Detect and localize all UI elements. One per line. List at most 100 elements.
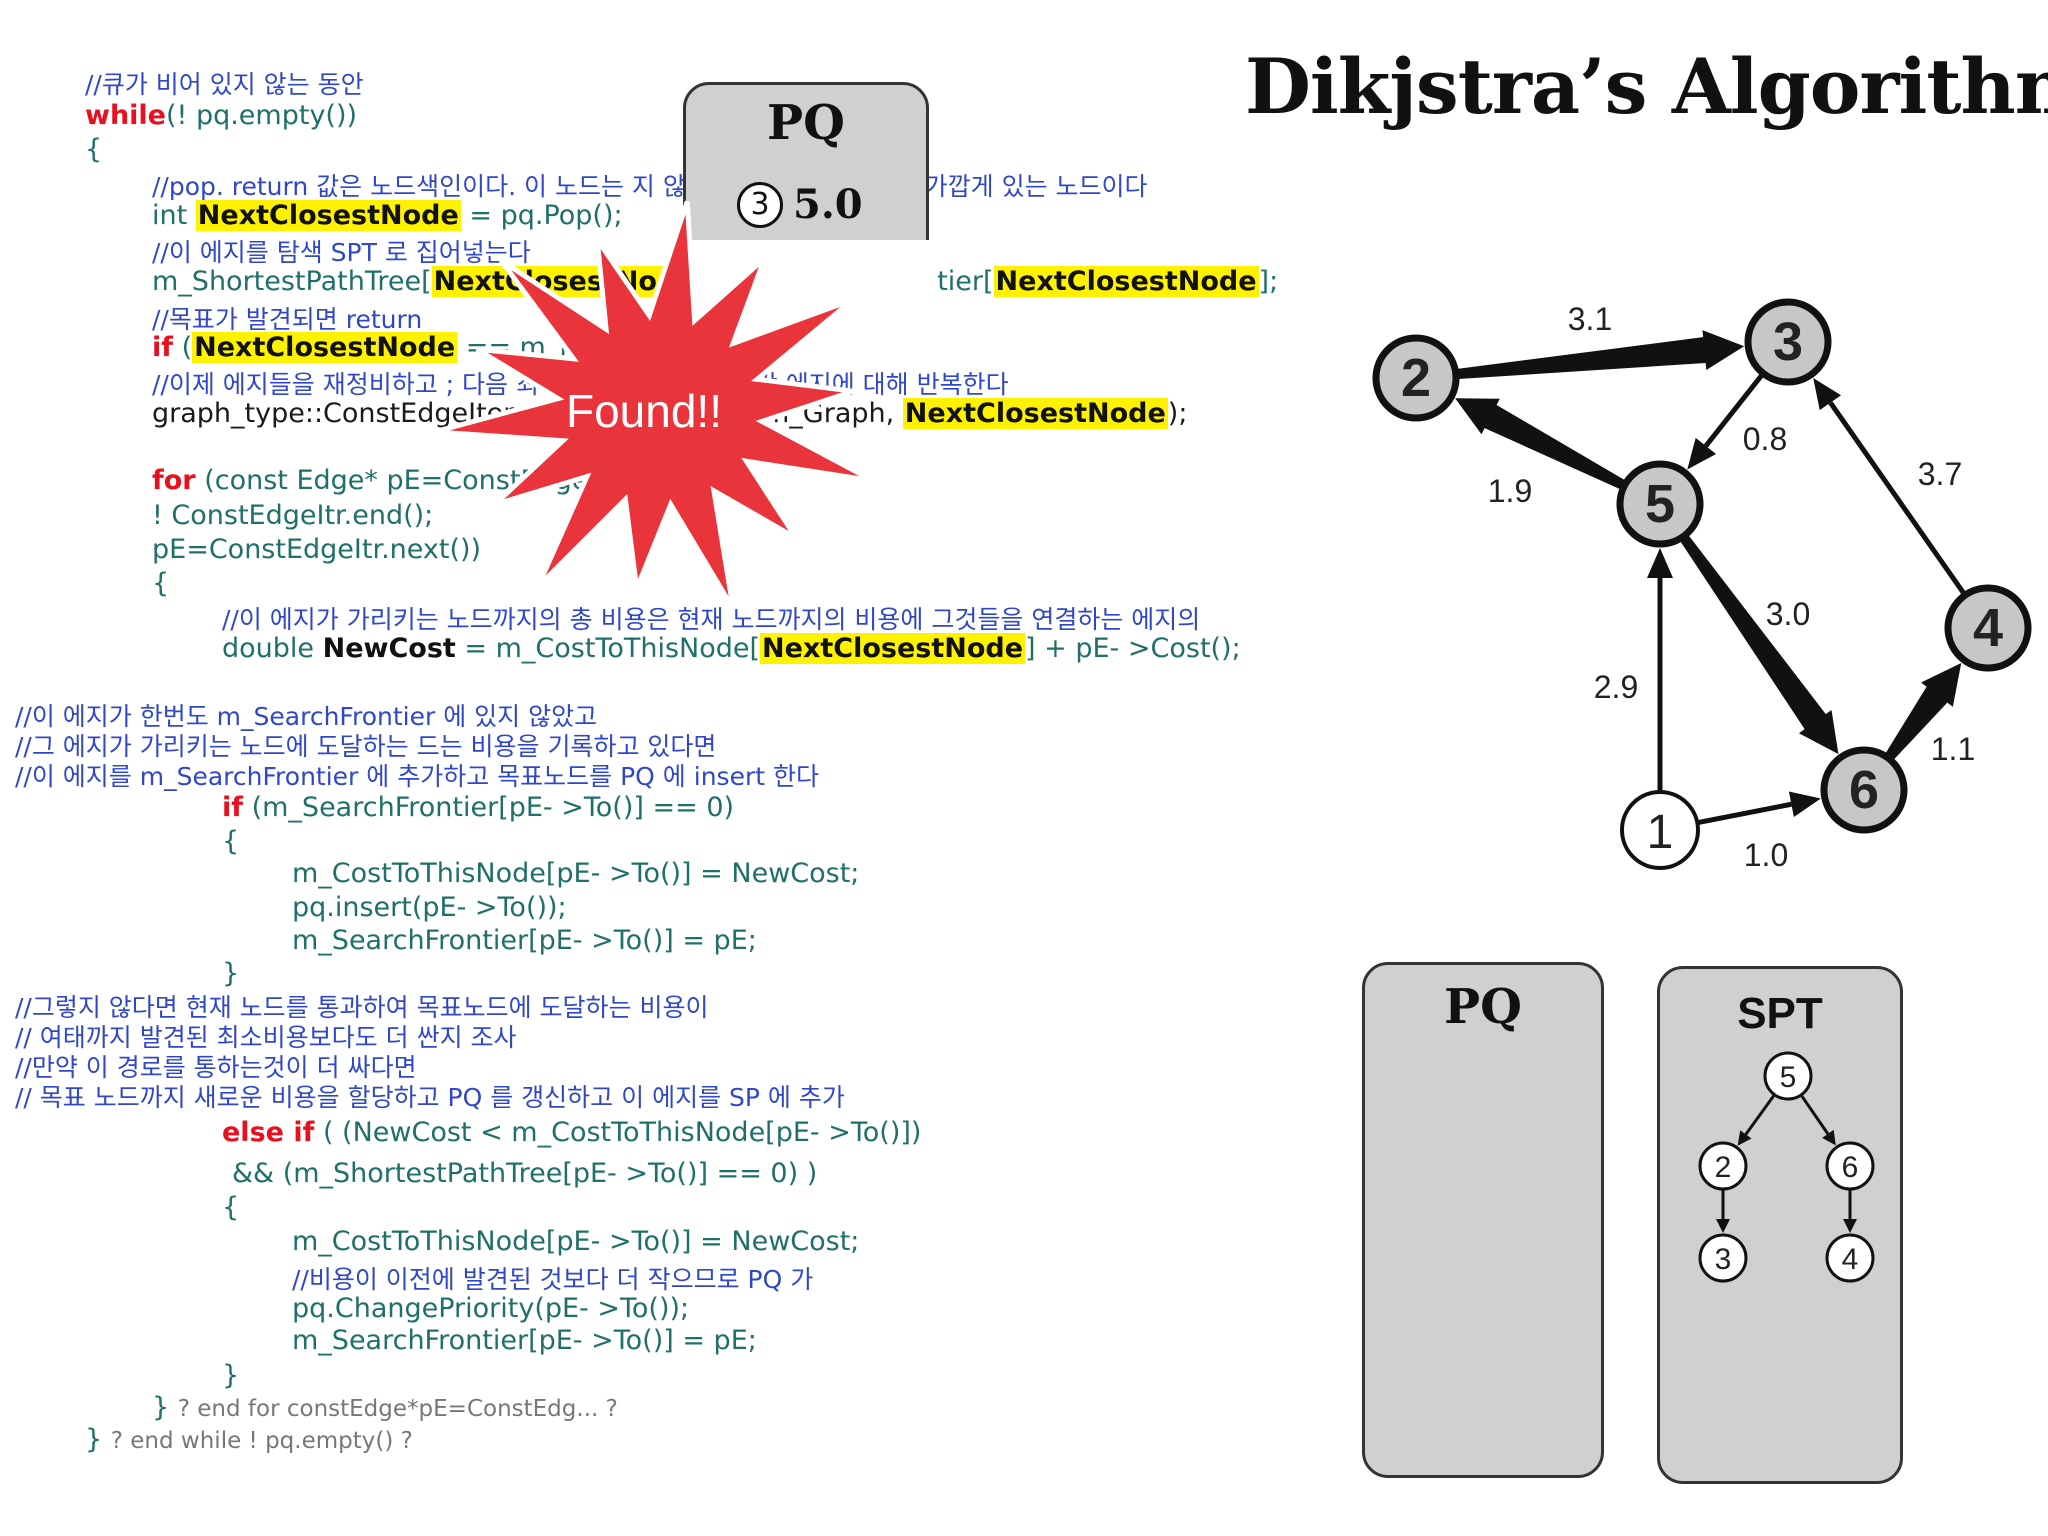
edge-weight-label: 2.9 (1594, 669, 1638, 705)
spt-arrowhead (1737, 1130, 1752, 1146)
code-line: //그렇지 않다면 현재 노드를 통과하여 목표노드에 도달하는 비용이 (15, 988, 708, 1024)
code-token: else if (222, 1117, 315, 1148)
edge-weight-label: 1.1 (1931, 731, 1975, 767)
edge-weight-label: 1.9 (1488, 473, 1532, 509)
code-line: //만약 이 경로를 통하는것이 더 싸다면 (15, 1048, 417, 1084)
code-line: pE=ConstEdgeItr.next()) (152, 534, 481, 565)
code-token: //만약 이 경로를 통하는것이 더 싸다면 (15, 1053, 417, 1082)
edge-weight-label: 0.8 (1743, 421, 1787, 457)
code-token: NextClosestNode (993, 266, 1259, 297)
code-line: ! ConstEdgeItr.end(); (152, 500, 433, 531)
code-token: { (222, 826, 240, 857)
pq-top-entry: 3 5.0 (737, 181, 863, 228)
code-line: { (222, 1192, 239, 1223)
code-token: (const Edge* (195, 465, 387, 496)
graph-node-label: 6 (1849, 760, 1879, 820)
slide-title: Dikjstra’s Algorithm (1245, 42, 2048, 131)
graph-node-label: 3 (1773, 312, 1803, 372)
code-token: = m_CostToThisNode[ (455, 633, 761, 664)
burst-shape (433, 200, 875, 611)
code-line: } (222, 958, 239, 989)
code-line: //이 에지를 탐색 SPT 로 집어넣는다 (152, 233, 531, 269)
code-line: int NextClosestNode = pq.Pop(); (152, 200, 623, 231)
code-line: pq.ChangePriority(pE- >To()); (292, 1293, 689, 1324)
code-line: { (222, 826, 239, 857)
spt-node-2 (1698, 1141, 1748, 1191)
code-line: while(! pq.empty()) (85, 100, 357, 131)
pq-top-cover (675, 240, 935, 300)
code-token: ? end for constEdge*pE=ConstEdg... ? (177, 1396, 618, 1422)
code-token: { (152, 568, 170, 599)
graph-node-1 (1620, 790, 1700, 870)
code-token: m_SearchFrontier[pE- >To()] = pE; (292, 925, 757, 956)
graph-edge-thick (1455, 398, 1627, 491)
code-token: ]; (1258, 266, 1279, 297)
graph-node-label: 4 (1973, 598, 2003, 658)
code-token: //이 에지를 탐색 SPT 로 집어넣는다 (152, 238, 531, 267)
graph-node-5 (1616, 460, 1704, 548)
graph-node-6 (1820, 746, 1908, 834)
code-token: && (m_ShortestPathTree[pE- >To()] == 0) … (232, 1158, 818, 1189)
spt-arrowhead (1843, 1219, 1857, 1233)
code-line: //이 에지를 m_SearchFrontier 에 추가하고 목표노드를 PQ… (15, 757, 819, 793)
code-token: pq.insert(pE- >To()); (292, 892, 567, 923)
code-token: ( (NewCost < m_CostToThisNode[pE- >To()]… (314, 1117, 922, 1148)
code-line: else if ( (NewCost < m_CostToThisNode[pE… (222, 1117, 921, 1148)
code-token: } (222, 958, 240, 989)
graph-edge-arrowhead (1687, 437, 1717, 470)
code-token: ! ConstEdgeItr.end(); (152, 500, 434, 531)
code-line: } ? end while ! pq.empty() ? (85, 1424, 413, 1455)
graph-edge (1828, 401, 1968, 597)
code-line: //큐가 비어 있지 않는 동안 (85, 65, 364, 101)
edge-weight-label: 3.0 (1766, 596, 1810, 632)
pq-panel-title: PQ (1444, 979, 1522, 1035)
spt-node-5 (1763, 1051, 1813, 1101)
code-line: { (152, 568, 169, 599)
code-token: double (222, 633, 323, 664)
code-token: m_CostToThisNode[pE- >To()] = NewCost; (292, 1226, 860, 1257)
spt-edge (1744, 1093, 1776, 1136)
code-token: //큐가 비어 있지 않는 동안 (85, 70, 364, 99)
code-token: { (222, 1192, 240, 1223)
code-token: while (85, 100, 166, 131)
code-token: pE=ConstEdgeItr.next()) (152, 534, 482, 565)
pq-top-cost: 5.0 (793, 181, 863, 228)
code-line: //목표가 발견되면 return (152, 300, 422, 336)
code-token: //비용이 이전에 발견된 것보다 더 작으므로 PQ 가 (292, 1265, 814, 1294)
code-token: //이 에지가 가리키는 노드까지의 총 비용은 현재 노드까지의 비용에 그것… (222, 605, 1201, 634)
spt-arrowhead (1822, 1129, 1836, 1146)
code-line: m_CostToThisNode[pE- >To()] = NewCost; (292, 1226, 859, 1257)
graph-node-2 (1372, 334, 1460, 422)
code-line: } (222, 1360, 239, 1391)
code-token: = pq.Pop(); (460, 200, 623, 231)
graph-edge-thick (1679, 533, 1839, 755)
graph-edge-arrowhead (1813, 378, 1842, 411)
code-token: //pop. return 값은 노드색인이다. 이 노드는 (152, 172, 632, 201)
code-token: NextClosestNode (195, 200, 461, 231)
code-token: m_ShortestPathTree[ (152, 266, 432, 297)
code-token: // 목표 노드까지 새로운 비용을 할당하고 PQ 를 갱신하고 이 에지를 … (15, 1083, 845, 1112)
edge-weight-label: 3.1 (1568, 301, 1612, 337)
code-token: } (152, 1392, 178, 1423)
edge-weight-label: 3.7 (1918, 456, 1962, 492)
code-token: pq.ChangePriority(pE- >To()); (292, 1293, 690, 1324)
code-token: if (152, 332, 174, 363)
code-token: NewCost (322, 633, 456, 664)
spt-panel-title: SPT (1737, 989, 1823, 1038)
code-line: if (m_SearchFrontier[pE- >To()] == 0) (222, 792, 734, 823)
spt-node-label: 4 (1842, 1243, 1859, 1276)
code-token: m_CostToThisNode[pE- >To()] = NewCost; (292, 858, 860, 889)
code-line: //이 에지가 가리키는 노드까지의 총 비용은 현재 노드까지의 비용에 그것… (222, 600, 1200, 636)
code-token: m_SearchFrontier[pE- >To()] = pE; (292, 1325, 757, 1356)
pq-panel: PQ (1362, 962, 1604, 1478)
spt-arrowhead (1716, 1219, 1730, 1233)
code-line: pq.insert(pE- >To()); (292, 892, 567, 923)
code-token: for (152, 465, 196, 496)
graph-edge-thick (1455, 330, 1745, 380)
code-token: ); (1167, 398, 1188, 429)
spt-panel: SPT (1657, 966, 1903, 1484)
code-token: } (222, 1360, 240, 1391)
code-line: //비용이 이전에 발견된 것보다 더 작으므로 PQ 가 (292, 1260, 813, 1296)
